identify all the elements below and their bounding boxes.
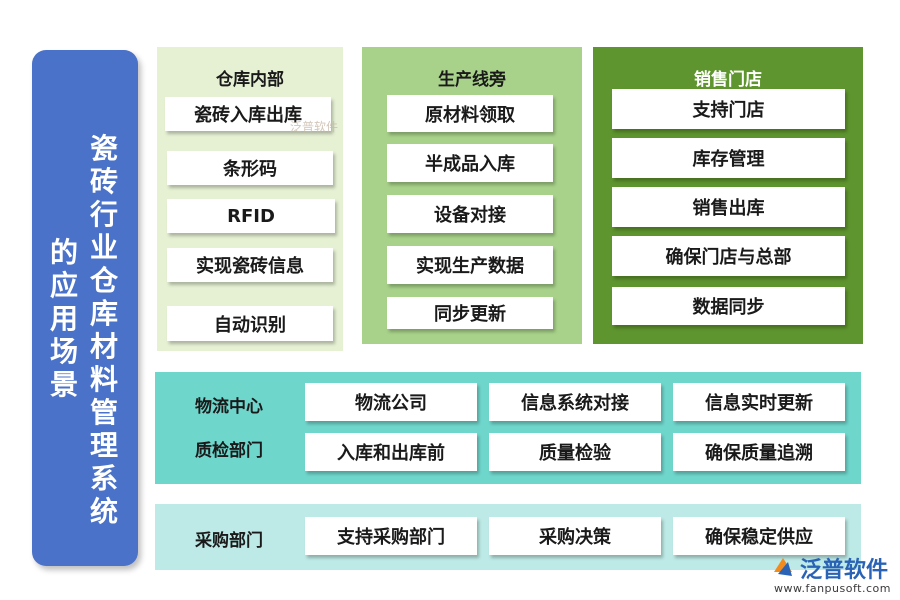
quality-item-1: 入库和出库前 bbox=[305, 433, 477, 471]
logistics-item-2: 信息系统对接 bbox=[489, 383, 661, 421]
title-bar: 瓷砖行业仓库材料管理系统 的应用场景 bbox=[32, 50, 138, 566]
purchase-item-3: 确保稳定供应 bbox=[673, 517, 845, 555]
warehouse-item-5: 自动识别 bbox=[167, 306, 333, 341]
panel-logistics: 物流中心 质检部门 物流公司 信息系统对接 信息实时更新 入库和出库前 质量检验… bbox=[155, 372, 861, 484]
production-item-4: 实现生产数据 bbox=[387, 246, 553, 284]
logo-mark-icon bbox=[774, 558, 792, 576]
panel-title-sales: 销售门店 bbox=[694, 70, 762, 90]
quality-item-2: 质量检验 bbox=[489, 433, 661, 471]
panel-sales: 销售门店 支持门店 库存管理 销售出库 确保门店与总部 数据同步 bbox=[593, 47, 863, 344]
production-item-2: 半成品入库 bbox=[387, 144, 553, 182]
panel-title-warehouse: 仓库内部 bbox=[216, 70, 284, 90]
sales-item-2: 库存管理 bbox=[612, 138, 845, 178]
panel-production: 生产线旁 原材料领取 半成品入库 设备对接 实现生产数据 同步更新 bbox=[362, 47, 582, 344]
sales-item-4: 确保门店与总部 bbox=[612, 236, 845, 276]
diagram-subtitle: 的应用场景 bbox=[49, 236, 78, 401]
sales-item-1: 支持门店 bbox=[612, 89, 845, 129]
label-purchase: 采购部门 bbox=[195, 531, 263, 551]
production-item-5: 同步更新 bbox=[387, 297, 553, 329]
sales-item-3: 销售出库 bbox=[612, 187, 845, 227]
production-item-1: 原材料领取 bbox=[387, 95, 553, 132]
watermark-text: 泛普软件 bbox=[290, 120, 339, 134]
label-logistics: 物流中心 bbox=[195, 397, 263, 417]
panel-purchase: 采购部门 支持采购部门 采购决策 确保稳定供应 bbox=[155, 504, 861, 570]
logo-name: 泛普软件 bbox=[800, 558, 889, 583]
logo: 泛普软件 www.fanpusoft.com bbox=[770, 550, 896, 596]
label-quality: 质检部门 bbox=[195, 441, 263, 461]
production-item-3: 设备对接 bbox=[387, 195, 553, 233]
panel-title-production: 生产线旁 bbox=[438, 70, 506, 90]
quality-item-3: 确保质量追溯 bbox=[673, 433, 845, 471]
logo-url: www.fanpusoft.com bbox=[774, 582, 891, 595]
sales-item-5: 数据同步 bbox=[612, 287, 845, 325]
warehouse-item-2: 条形码 bbox=[167, 151, 333, 185]
warehouse-item-1: 瓷砖入库出库 bbox=[165, 97, 331, 131]
purchase-item-1: 支持采购部门 bbox=[305, 517, 477, 555]
purchase-item-2: 采购决策 bbox=[489, 517, 661, 555]
diagram-title: 瓷砖行业仓库材料管理系统 bbox=[89, 132, 118, 528]
warehouse-item-4: 实现瓷砖信息 bbox=[167, 248, 333, 282]
panel-warehouse: 仓库内部 瓷砖入库出库 条形码 RFID 实现瓷砖信息 自动识别 bbox=[157, 47, 343, 351]
warehouse-item-3: RFID bbox=[167, 199, 335, 233]
logistics-item-1: 物流公司 bbox=[305, 383, 477, 421]
logistics-item-3: 信息实时更新 bbox=[673, 383, 845, 421]
